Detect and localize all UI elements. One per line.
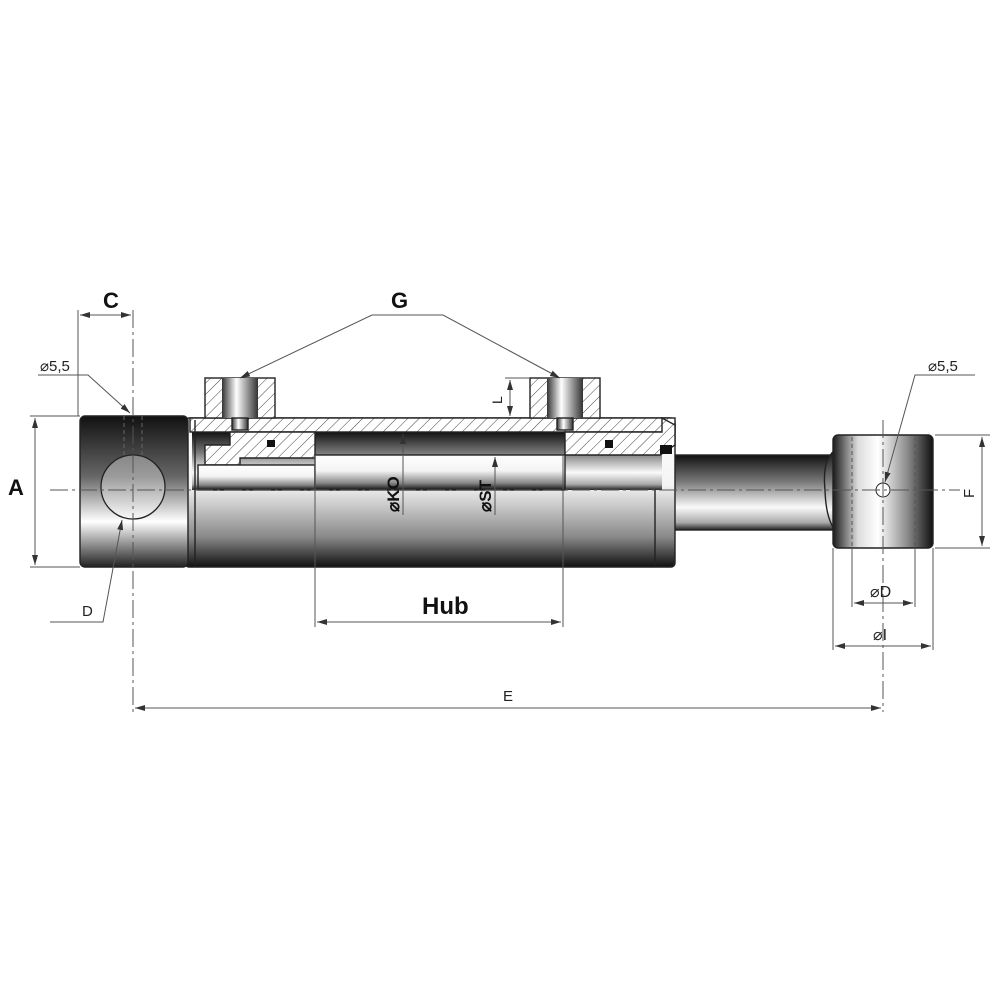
dimension-F <box>935 434 990 549</box>
rod-guide-section <box>564 416 676 456</box>
label-bore-left: ⌀5,5 <box>40 358 70 375</box>
dimension-D-eye <box>851 548 916 607</box>
tube-wall-section <box>189 417 676 433</box>
rod-inside <box>314 454 566 491</box>
clevis-D-leader <box>50 519 124 623</box>
bore-right-leader <box>884 374 975 483</box>
label-ST: ⌀ST <box>476 479 495 512</box>
label-F: F <box>961 489 978 498</box>
dimension-A <box>30 415 80 568</box>
label-KO: ⌀KO <box>384 476 403 512</box>
label-bore-right: ⌀5,5 <box>928 358 958 375</box>
rod-seal <box>605 440 613 448</box>
port-right <box>529 377 601 431</box>
label-L: L <box>489 396 505 404</box>
label-D-eye: ⌀D <box>870 584 891 601</box>
base-clevis <box>79 415 189 568</box>
label-G: G <box>391 288 408 313</box>
dimension-C <box>77 310 131 416</box>
dimension-I-eye <box>832 548 934 650</box>
piston-body <box>197 464 316 491</box>
port-G-leader <box>239 314 561 379</box>
dimension-Hub <box>314 455 564 627</box>
label-E: E <box>503 688 513 705</box>
label-D-left: D <box>82 603 93 620</box>
label-Hub: Hub <box>422 593 469 620</box>
label-A: A <box>8 475 24 500</box>
label-I-eye: ⌀I <box>873 627 887 644</box>
piston-rod <box>669 454 836 531</box>
piston-seal <box>267 440 275 447</box>
port-left <box>204 377 276 431</box>
wiper-seal <box>660 445 672 454</box>
label-C: C <box>103 288 119 313</box>
bore-left-leader <box>38 374 131 414</box>
dimension-L <box>505 377 530 416</box>
